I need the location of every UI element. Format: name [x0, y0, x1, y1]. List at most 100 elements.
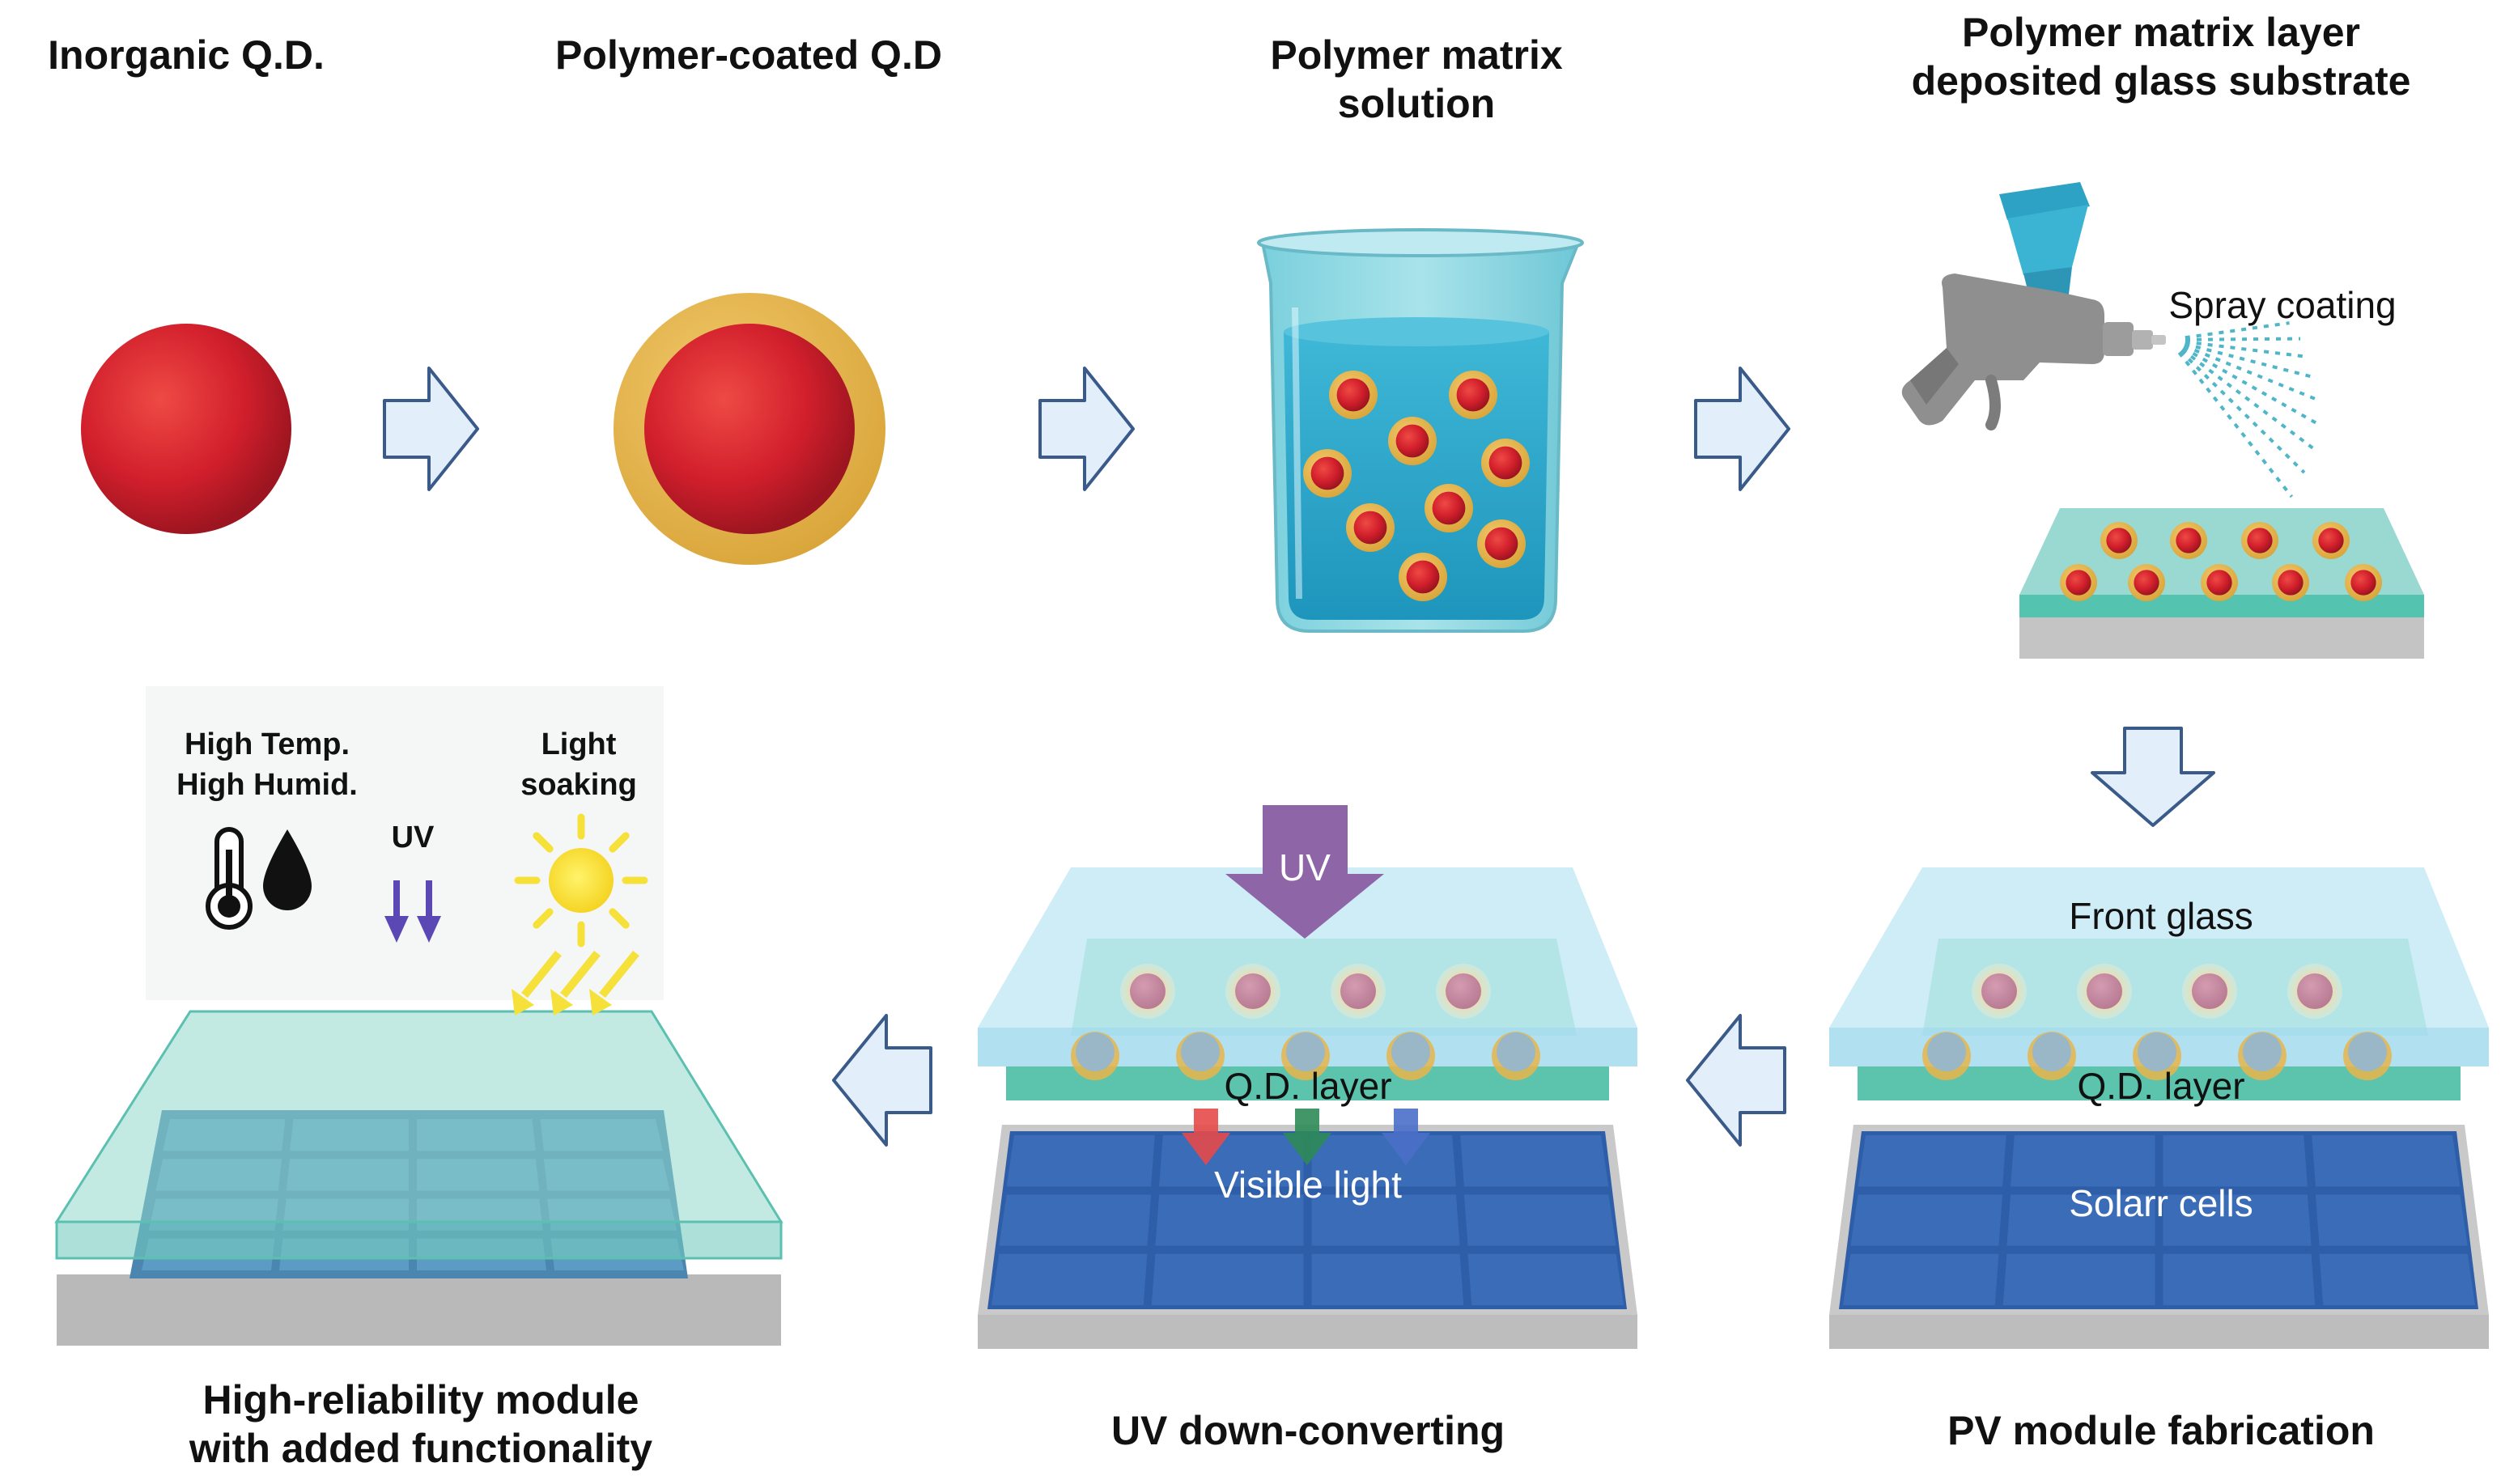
stress-label-line: Light — [541, 727, 617, 761]
spray-stream — [2177, 351, 2294, 498]
qd-particle — [2241, 522, 2278, 559]
qd-particle — [1346, 503, 1395, 552]
sun-ray — [533, 908, 554, 929]
stress-temp-humid-label: High Temp. High Humid. — [146, 724, 389, 805]
stress-light-soaking-label: Light soaking — [486, 724, 672, 805]
step-title-line: Polymer matrix layer — [1962, 10, 2360, 55]
qd-particle — [1120, 964, 1175, 1019]
solar-cell — [2002, 1253, 2155, 1305]
qd-particle — [1425, 484, 1473, 532]
qd-particle — [2060, 564, 2097, 601]
solar-cell — [1467, 1253, 1624, 1305]
sun-ray — [609, 908, 630, 929]
stress-label-line: soaking — [520, 768, 637, 802]
solar-cell — [991, 1253, 1148, 1305]
qd-particle — [2201, 564, 2238, 601]
flow-arrow-icon — [1686, 1014, 1786, 1147]
solar-cell — [2163, 1194, 2312, 1246]
inorganic-qd-sphere — [81, 324, 291, 534]
solar-cell — [1151, 1253, 1304, 1305]
embedded-qd-dots — [1922, 964, 2392, 1080]
qd-layer-label-pv: Q.D. layer — [2077, 1065, 2245, 1107]
solar-cell — [2319, 1253, 2475, 1305]
qd-particle — [1386, 1032, 1435, 1080]
qd-particle — [1492, 1032, 1540, 1080]
step-title-line: Polymer matrix — [1270, 32, 1563, 78]
solar-cell — [1858, 1135, 2006, 1187]
step-title-uv-down-converting: UV down-converting — [1110, 1408, 1505, 1453]
step-title-pv-module-fabrication: PV module fabrication — [1947, 1408, 2375, 1453]
qd-particle — [2182, 964, 2237, 1019]
step-title-polymer-layer-glass: Polymer matrix layer deposited glass sub… — [1837, 8, 2485, 105]
qd-particle — [2287, 964, 2342, 1019]
qd-particle — [2028, 1032, 2076, 1080]
qd-particle — [1449, 371, 1497, 419]
qd-particle — [1176, 1032, 1225, 1080]
solar-cell — [2163, 1253, 2316, 1305]
blue-light-arrow-icon — [1382, 1109, 1430, 1165]
flow-arrow-icon — [383, 367, 479, 491]
beaker-qd-dots — [1303, 371, 1530, 601]
spray-gun-icon — [1901, 182, 2166, 430]
qd-particle — [1331, 964, 1386, 1019]
spray-stream — [2183, 344, 2319, 402]
step-title-high-reliability-module: High-reliability module with added funct… — [57, 1376, 785, 1473]
qd-particle — [2345, 564, 2382, 601]
solar-cell — [1006, 1135, 1155, 1187]
qd-particle — [1329, 371, 1378, 419]
qd-particle — [2238, 1032, 2287, 1080]
sun-ray — [609, 832, 630, 853]
stress-label-line: High Temp. — [184, 727, 350, 761]
qd-particle — [1972, 964, 2027, 1019]
stress-uv-label: UV — [391, 820, 435, 854]
spray-coating-label: Spray coating — [2168, 284, 2397, 326]
qd-particle — [2100, 522, 2138, 559]
spray-mist — [2177, 321, 2319, 498]
qd-particle — [2170, 522, 2207, 559]
water-drop-icon — [263, 829, 312, 910]
green-light-arrow-icon — [1283, 1109, 1331, 1165]
step-title-line: deposited glass substrate — [1911, 58, 2411, 104]
flow-arrow-icon — [832, 1014, 932, 1147]
spray-stream — [2180, 348, 2314, 450]
sun-ray — [533, 832, 554, 853]
thermometer-icon — [206, 827, 253, 930]
stress-label-line: High Humid. — [176, 768, 358, 802]
step-title-inorganic-qd: Inorganic Q.D. — [48, 32, 325, 78]
step-title-line: High-reliability module — [202, 1377, 639, 1423]
qd-particle — [1303, 449, 1352, 498]
front-glass-label: Front glass — [2069, 895, 2253, 937]
uv-down-arrows-icon — [384, 880, 441, 943]
qd-particle — [2343, 1032, 2392, 1080]
solar-cell — [1843, 1253, 1999, 1305]
spray-stream — [2185, 337, 2301, 341]
solar-cell-grid — [1843, 1135, 2475, 1305]
flow-arrow-icon — [1038, 367, 1135, 491]
qd-particle — [2077, 964, 2132, 1019]
step-title-line: with added functionality — [189, 1426, 653, 1471]
substrate-qd-dots — [2060, 522, 2382, 601]
solar-cell — [1155, 1194, 1304, 1246]
qd-particle — [1281, 1032, 1330, 1080]
solar-cell — [1311, 1194, 1460, 1246]
flow-arrow-icon — [1694, 367, 1790, 491]
qd-particle — [1481, 439, 1530, 487]
solar-cell — [2312, 1135, 2461, 1187]
solar-cells-label: Solarr cells — [2069, 1182, 2253, 1224]
spray-stream — [2182, 346, 2318, 426]
step-title-polymer-matrix-solution: Polymer matrix solution — [1214, 31, 1619, 128]
polymer-coated-qd-sphere — [614, 293, 885, 565]
red-light-arrow-icon — [1182, 1109, 1230, 1165]
qd-particle — [2133, 1032, 2181, 1080]
qd-particle — [1399, 553, 1447, 601]
visible-light-label: Visible light — [1214, 1164, 1402, 1206]
solar-cell — [1463, 1194, 1616, 1246]
embedded-qd-dots — [1071, 964, 1540, 1080]
qd-particle — [2312, 522, 2350, 559]
qd-particle — [1436, 964, 1491, 1019]
solar-cell — [1311, 1253, 1464, 1305]
spray-stream — [2185, 340, 2309, 359]
step-title-polymer-coated-qd: Polymer-coated Q.D — [555, 32, 942, 78]
qd-particle — [1922, 1032, 1971, 1080]
